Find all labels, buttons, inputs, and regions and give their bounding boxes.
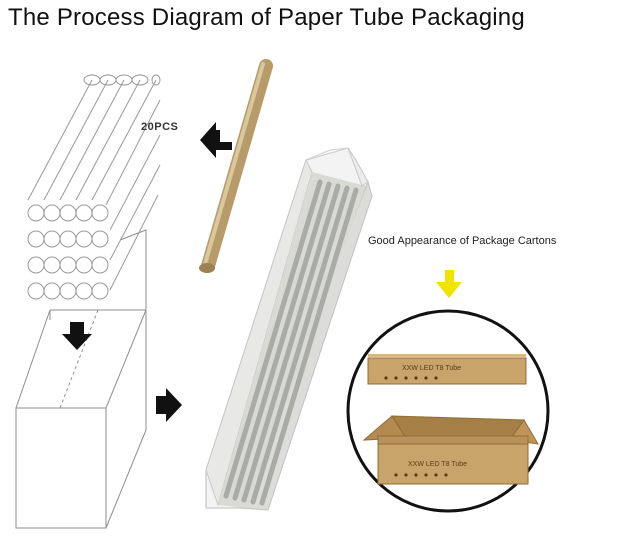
closed-carton-cert-marks (384, 376, 438, 380)
open-carton-print: XXW LED T8 Tube (408, 461, 467, 468)
highlight-arrow-down-icon (436, 270, 462, 298)
tube-bundle-bodies (27, 74, 161, 291)
carton-tubes (223, 179, 359, 506)
outer-box-outline (15, 229, 147, 529)
carton-caption: Good Appearance of Package Cartons (368, 235, 557, 247)
carton-appearance-circle: XXW LED T8 Tube XXW LED T8 Tube (346, 309, 550, 513)
closed-carton: XXW LED T8 Tube (367, 354, 527, 385)
arrow-left-icon (200, 122, 232, 158)
arrow-right-icon (156, 388, 182, 422)
tube-bundle-ends (27, 204, 109, 300)
diagram-title: The Process Diagram of Paper Tube Packag… (8, 4, 525, 31)
open-carton-with-tubes (205, 147, 373, 511)
tube-bundle (27, 74, 161, 300)
bundle-count-label: 20PCS (141, 121, 179, 133)
open-kraft-carton: XXW LED T8 Tube (362, 415, 539, 485)
arrow-down-icon (62, 322, 92, 350)
single-paper-tube (199, 59, 273, 273)
closed-carton-print: XXW LED T8 Tube (402, 365, 461, 372)
open-carton-cert-marks (394, 473, 448, 477)
